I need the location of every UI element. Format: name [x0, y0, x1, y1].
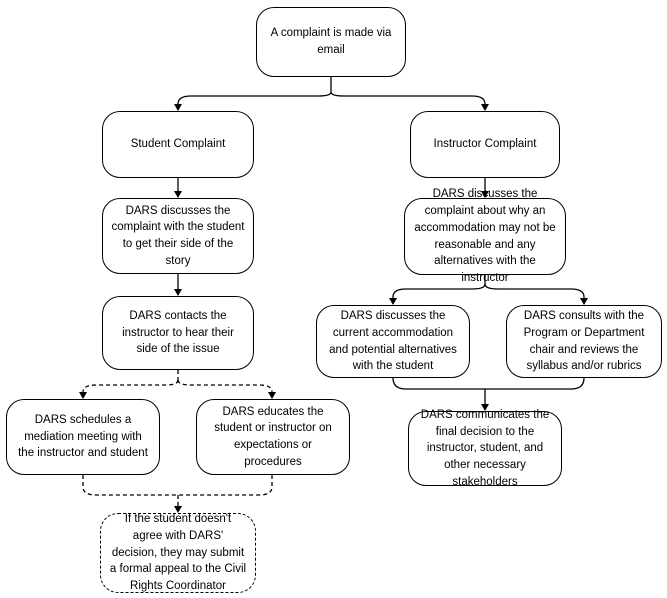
connector-contact-split-right [177, 379, 276, 399]
node-instructor-complaint: Instructor Complaint [410, 111, 560, 178]
node-consult-chair: DARS consults with the Program or Depart… [506, 305, 662, 378]
node-complaint-made: A complaint is made via email [256, 7, 406, 77]
node-mediation: DARS schedules a mediation meeting with … [6, 399, 160, 475]
connector-split-right [330, 91, 489, 111]
connector-merge-right [485, 377, 585, 390]
connector-contact-split-left [79, 379, 179, 399]
node-educate: DARS educates the student or instructor … [196, 399, 350, 475]
connector-appeal-merge-right [178, 475, 273, 496]
node-formal-appeal: If the student doesn't agree with DARS' … [100, 513, 256, 593]
node-student-complaint: Student Complaint [102, 111, 254, 178]
node-discuss-with-student: DARS discusses the current accommodation… [316, 305, 470, 378]
node-instructor-discuss: DARS discusses the complaint about why a… [404, 188, 566, 284]
node-communicate-final: DARS communicates the final decision to … [408, 409, 562, 488]
connector-instr-split-left [389, 283, 486, 305]
connector-appeal-merge-left [82, 475, 178, 496]
connector-merge-left [392, 377, 485, 390]
node-contact-instructor: DARS contacts the instructor to hear the… [102, 296, 254, 370]
connector-instr-split-right [484, 283, 588, 305]
node-student-discuss: DARS discusses the complaint with the st… [102, 198, 254, 274]
connector-split-left [174, 91, 332, 111]
